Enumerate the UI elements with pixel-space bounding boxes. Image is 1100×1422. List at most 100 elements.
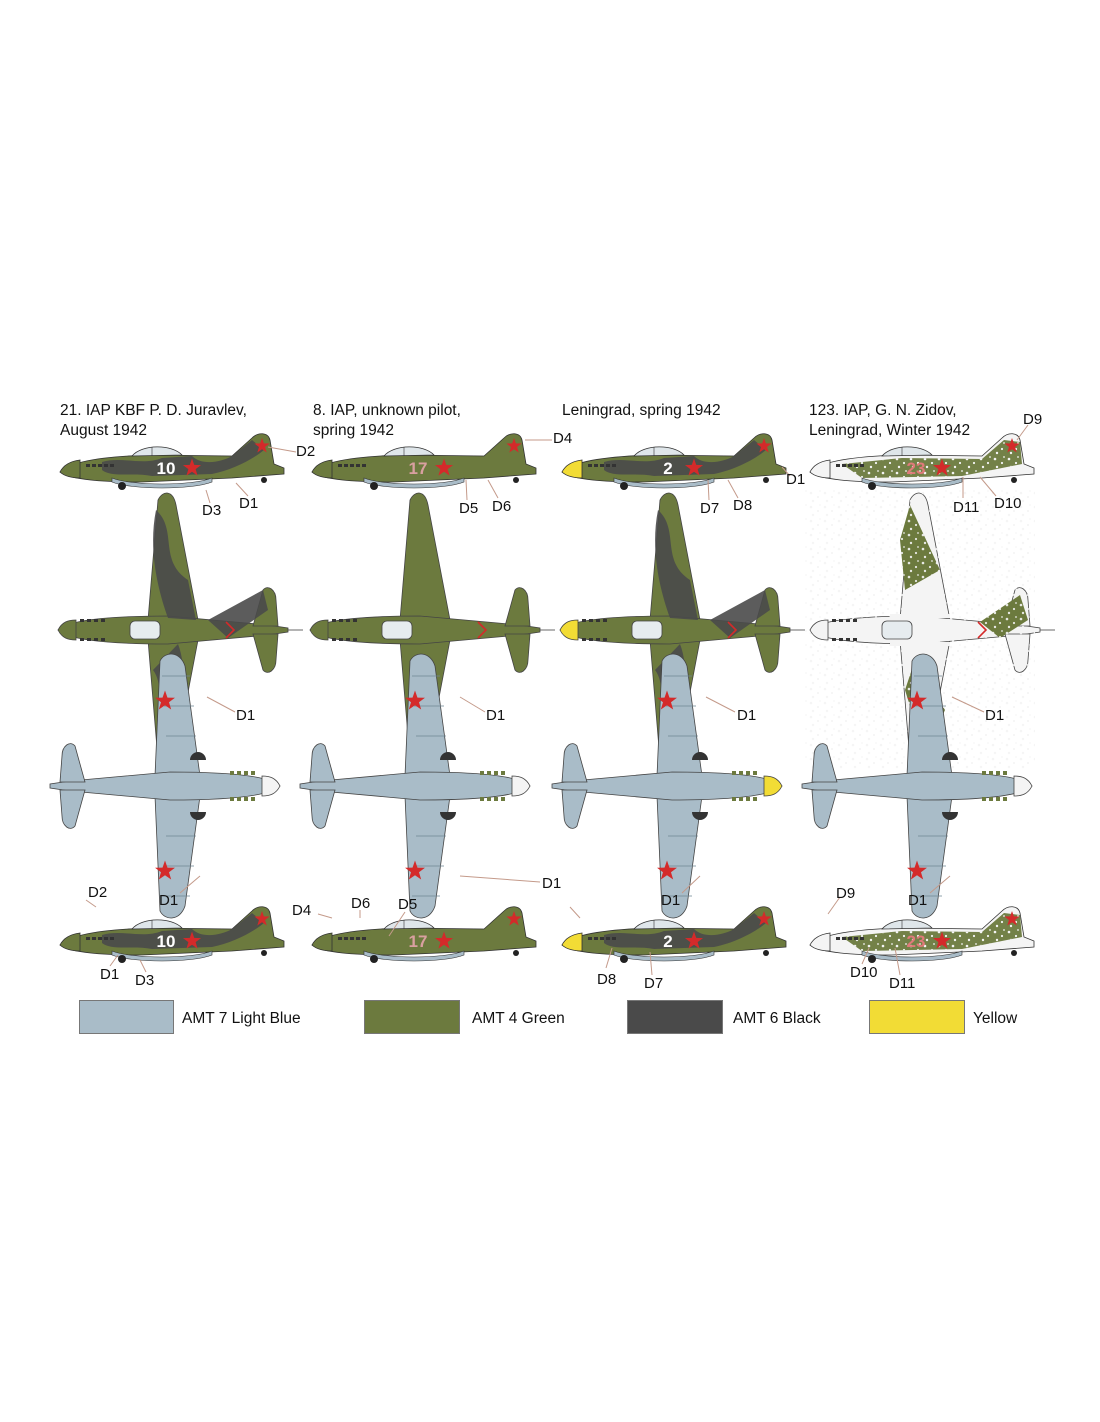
exhaust-stack <box>842 937 846 940</box>
callout-label: D1 <box>486 707 506 724</box>
callout-leader-line <box>681 875 701 894</box>
canopy <box>129 620 161 640</box>
callout-label: D3 <box>202 502 222 519</box>
callout-label: D1 <box>786 471 806 488</box>
exhaust-stack <box>487 771 491 775</box>
exhaust-stack <box>753 771 757 775</box>
exhaust-stack <box>101 619 105 622</box>
tactical-number: 17 <box>409 932 428 951</box>
tactical-number: 10 <box>157 459 176 478</box>
wings <box>154 653 201 919</box>
aircraft-side-profile: 17 <box>311 906 537 963</box>
spinner <box>1013 775 1033 797</box>
legend-label: AMT 4 Green <box>472 1010 565 1027</box>
wings <box>404 653 451 919</box>
exhaust-stack <box>582 619 586 622</box>
exhaust-stack <box>853 619 857 622</box>
callout-label: D1 <box>542 875 562 892</box>
exhaust-stack <box>501 797 505 801</box>
spinner <box>59 459 81 479</box>
callout-label: D1 <box>737 707 757 724</box>
callout-leader-line <box>605 947 613 969</box>
exhaust-stack <box>80 619 84 622</box>
fuselage <box>801 771 1033 801</box>
canopy <box>633 446 685 457</box>
callout-leader-line <box>235 482 249 497</box>
fuselage <box>49 771 281 801</box>
exhaust-stack <box>746 771 750 775</box>
tailplanes <box>504 587 531 673</box>
scheme-1-caption: 21. IAP KBF P. D. Juravlev, August 1942 <box>60 401 247 441</box>
main-wheel <box>868 955 876 963</box>
exhaust-stack <box>101 638 105 641</box>
callout-leader-line <box>206 696 236 713</box>
callout-label: D5 <box>459 500 479 517</box>
caption-line: 21. IAP KBF P. D. Juravlev, <box>60 402 247 419</box>
exhaust-stack <box>353 638 357 641</box>
legend-swatch <box>869 1000 965 1034</box>
legend-label: AMT 7 Light Blue <box>182 1010 301 1027</box>
wheel-well <box>190 752 206 820</box>
canopy <box>633 919 685 930</box>
exhaust-stack <box>989 797 993 801</box>
exhaust-stack <box>86 937 90 940</box>
exhaust-stack <box>600 937 604 940</box>
callout-leader-line <box>388 911 406 937</box>
camouflage-pattern <box>102 440 264 476</box>
exhaust-stack <box>606 937 610 940</box>
aircraft-side-profile: 10 <box>59 906 285 963</box>
exhaust-stack <box>996 797 1000 801</box>
callout-label: D9 <box>1023 411 1043 428</box>
exhaust-stack <box>244 797 248 801</box>
exhaust-stack <box>732 797 736 801</box>
exhaust-stack <box>839 619 843 622</box>
callout-leader-line <box>1016 424 1029 441</box>
exhaust-stack <box>494 771 498 775</box>
exhaust-stack <box>87 619 91 622</box>
panel-lines <box>664 675 698 897</box>
tactical-number: 10 <box>157 932 176 951</box>
caption-line: August 1942 <box>60 422 148 439</box>
tailplanes <box>811 743 838 829</box>
exhaust-stack <box>353 619 357 622</box>
exhaust-stack <box>339 638 343 641</box>
exhaust-stack <box>251 797 255 801</box>
callout-leader-line <box>465 479 468 501</box>
callout-label: D5 <box>398 896 418 913</box>
tail-wheel <box>763 477 769 483</box>
spinner <box>559 619 579 641</box>
snow-build-up <box>890 614 950 646</box>
exhaust-stack <box>982 797 986 801</box>
tail-wheel <box>261 950 267 956</box>
exhaust-stack <box>80 638 84 641</box>
tactical-number: 2 <box>663 932 672 951</box>
legend-swatch <box>79 1000 174 1034</box>
exhaust-stack <box>339 619 343 622</box>
legend-item-yellow: Yellow <box>869 1000 1029 1034</box>
caption-line: spring 1942 <box>313 422 395 439</box>
callout-label: D10 <box>850 964 878 981</box>
exhaust-stack <box>494 797 498 801</box>
tail-wheel <box>763 950 769 956</box>
callout-leader-line <box>951 696 985 713</box>
exhaust-stack <box>582 638 586 641</box>
exhaust-stack <box>836 937 840 940</box>
fuselage-marking <box>727 621 738 639</box>
caption-line: 8. IAP, unknown pilot, <box>313 402 461 419</box>
exhaust-stack <box>854 464 858 467</box>
wing-root <box>613 477 715 489</box>
callout-label: D1 <box>661 892 681 909</box>
legend-swatch <box>627 1000 723 1034</box>
fuselage <box>299 771 531 801</box>
callout-label: D9 <box>836 885 856 902</box>
caption-line: 123. IAP, G. N. Zidov, <box>809 402 957 419</box>
exhaust-stack <box>87 638 91 641</box>
exhaust-stack <box>839 638 843 641</box>
callout-leader-line <box>649 951 653 976</box>
wing-root <box>613 950 715 962</box>
exhaust-stack <box>1003 797 1007 801</box>
callout-leader-line <box>205 489 211 504</box>
exhaust-stack <box>92 937 96 940</box>
exhaust-stack <box>612 937 616 940</box>
exhaust-stack <box>104 464 108 467</box>
